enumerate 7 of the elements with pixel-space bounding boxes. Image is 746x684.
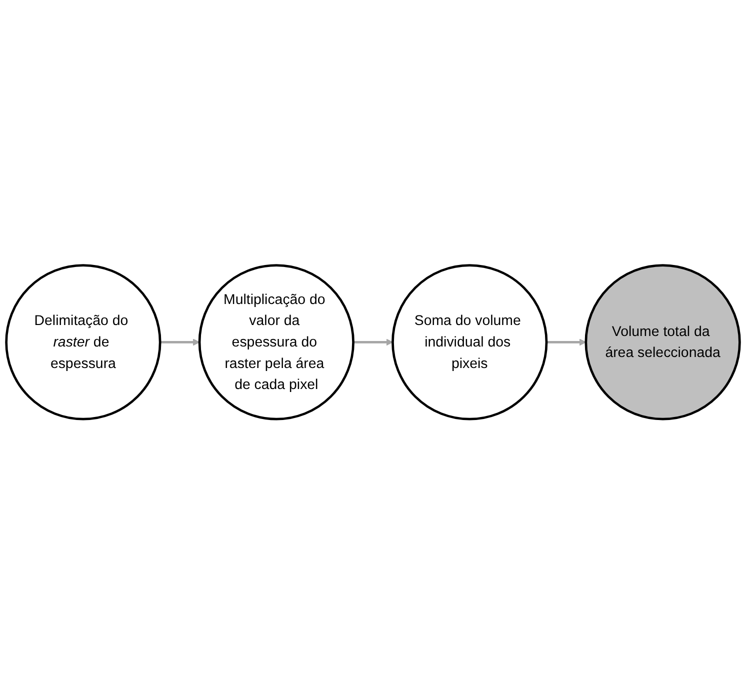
arrow <box>546 338 586 346</box>
node-circle: Delimitação do raster de espessura <box>5 264 162 420</box>
node-circle: Volume total da área seleccionada <box>584 264 741 420</box>
arrow <box>160 338 200 346</box>
node-circle: Soma do volume individual dos pixeis <box>392 264 548 420</box>
node-circle: Multiplicação do valor da espessura do raster pela área de cada pixel <box>198 264 354 420</box>
arrow <box>353 338 394 346</box>
